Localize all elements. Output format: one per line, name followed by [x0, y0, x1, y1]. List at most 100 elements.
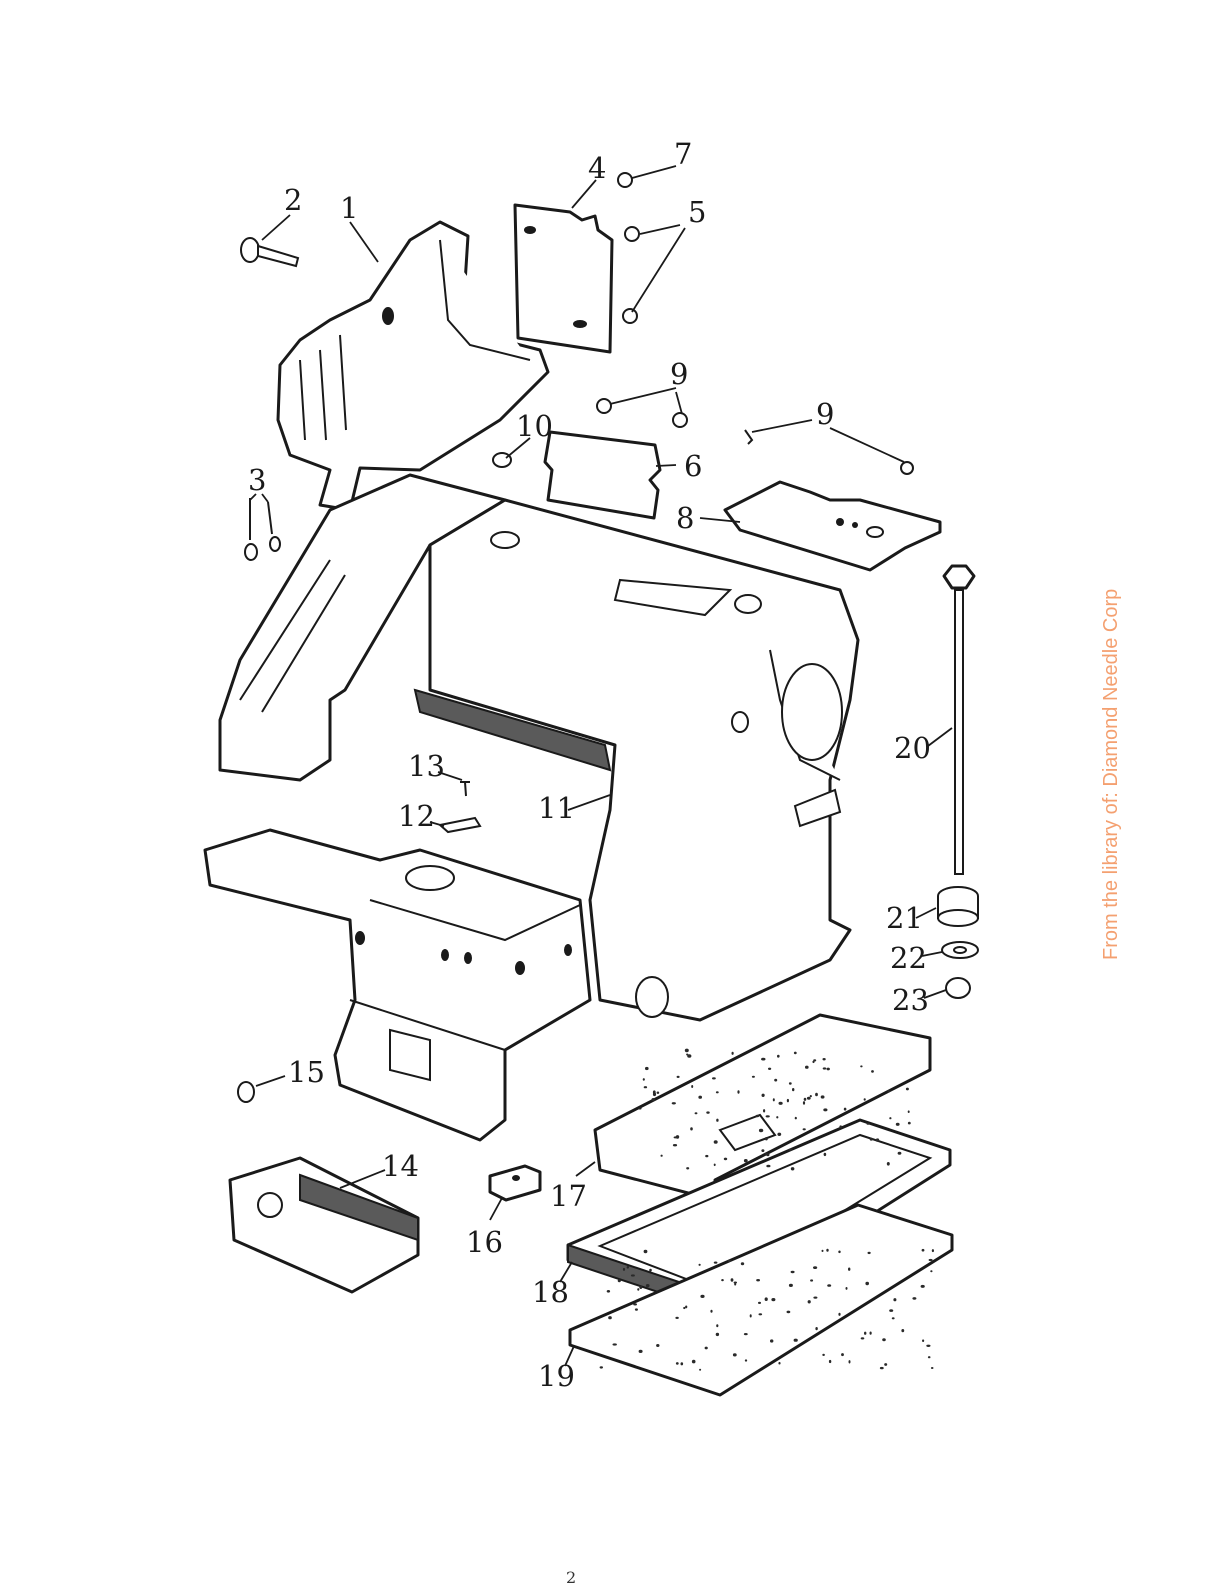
pad-speck	[788, 1149, 792, 1151]
label-3: 3	[248, 463, 266, 497]
pad-speck	[893, 1298, 896, 1301]
pad-speck	[761, 1058, 765, 1061]
pad-speck	[627, 1266, 629, 1269]
pad-speck	[789, 1082, 792, 1084]
part-23-nut	[946, 978, 970, 998]
pad-speck	[777, 1133, 781, 1136]
pad-speck	[822, 1354, 825, 1356]
pad-speck	[829, 1360, 831, 1363]
part-15-screw	[238, 1082, 254, 1102]
pad-speck	[759, 1129, 763, 1132]
pad-speck	[773, 1098, 775, 1101]
label-2: 2	[284, 183, 302, 217]
part-5-screws	[623, 227, 639, 323]
pad-speck	[752, 1076, 755, 1078]
pad-speck	[613, 1343, 617, 1345]
pad-speck	[672, 1102, 676, 1104]
pad-speck	[922, 1249, 925, 1252]
pad-speck	[810, 1279, 813, 1281]
pad-speck	[705, 1155, 708, 1157]
pad-speck	[661, 1155, 663, 1157]
pad-speck	[766, 1115, 770, 1117]
pad-speck	[675, 1317, 678, 1319]
pad-speck	[761, 1149, 764, 1152]
label-23: 23	[892, 983, 929, 1017]
pad-speck	[771, 1298, 775, 1301]
pad-speck	[645, 1067, 649, 1070]
pad-speck	[699, 1264, 701, 1266]
pad-speck	[638, 1108, 641, 1110]
pad-speck	[692, 1360, 696, 1364]
pad-speck	[635, 1308, 638, 1310]
pad-speck	[908, 1110, 910, 1113]
label-4: 4	[588, 151, 606, 185]
part-16-block	[490, 1166, 540, 1200]
pad-speck	[732, 1052, 734, 1055]
pad-speck	[815, 1327, 817, 1330]
pad-speck	[676, 1362, 679, 1365]
pad-speck	[821, 1095, 825, 1098]
pad-speck	[765, 1297, 768, 1301]
pad-speck	[712, 1077, 716, 1079]
pad-speck	[770, 1339, 773, 1342]
label-9-a: 9	[670, 357, 688, 391]
pad-speck	[710, 1310, 712, 1313]
part-13-screw	[460, 782, 470, 796]
part-1-arm-cover	[278, 222, 548, 510]
page-number: 2	[566, 1568, 576, 1587]
pad-speck	[906, 1088, 909, 1091]
pad-speck	[683, 1307, 685, 1309]
label-1: 1	[340, 191, 358, 225]
label-19: 19	[538, 1359, 575, 1393]
pad-speck	[929, 1259, 933, 1261]
pad-speck	[839, 1125, 842, 1128]
pad-speck	[623, 1268, 625, 1271]
pad-speck	[721, 1279, 724, 1281]
part-6-plate	[545, 432, 660, 518]
pad-speck	[762, 1094, 765, 1097]
pad-speck	[794, 1052, 797, 1055]
label-22: 22	[890, 941, 927, 975]
pad-speck	[639, 1286, 642, 1289]
pad-speck	[889, 1309, 893, 1312]
part-22-washer	[942, 942, 978, 958]
pad-speck	[846, 1287, 848, 1290]
label-8: 8	[676, 501, 694, 535]
pad-speck	[887, 1162, 890, 1166]
pad-speck	[871, 1070, 874, 1073]
pad-speck	[864, 1098, 866, 1100]
pad-speck	[734, 1282, 737, 1284]
pad-speck	[652, 1098, 656, 1101]
pad-speck	[657, 1092, 660, 1094]
pad-speck	[898, 1152, 902, 1155]
part-7-screw	[618, 173, 632, 187]
pad-speck	[706, 1111, 709, 1113]
pad-speck	[795, 1117, 797, 1120]
pad-speck	[644, 1086, 647, 1088]
label-12: 12	[398, 799, 435, 833]
pad-speck	[690, 1127, 693, 1130]
pad-speck	[608, 1316, 612, 1319]
pad-speck	[763, 1109, 765, 1112]
pad-speck	[686, 1167, 689, 1169]
pad-speck	[884, 1363, 887, 1366]
pad-speck	[714, 1262, 718, 1264]
pad-speck	[932, 1249, 934, 1252]
pad-speck	[792, 1088, 794, 1091]
part-21-nut	[938, 887, 978, 926]
pad-speck	[887, 1090, 890, 1092]
label-17: 17	[550, 1179, 587, 1213]
label-15: 15	[288, 1055, 325, 1089]
pad-speck	[637, 1288, 639, 1291]
pad-speck	[639, 1350, 643, 1353]
part-8-plate	[725, 482, 940, 570]
pad-speck	[931, 1367, 934, 1369]
pad-speck	[876, 1138, 879, 1141]
pad-speck	[656, 1344, 659, 1347]
pad-speck	[685, 1306, 687, 1309]
pad-speck	[758, 1302, 761, 1304]
label-6: 6	[684, 449, 702, 483]
pad-speck	[744, 1159, 748, 1162]
pad-speck	[698, 1096, 702, 1099]
pad-speck	[823, 1067, 827, 1069]
